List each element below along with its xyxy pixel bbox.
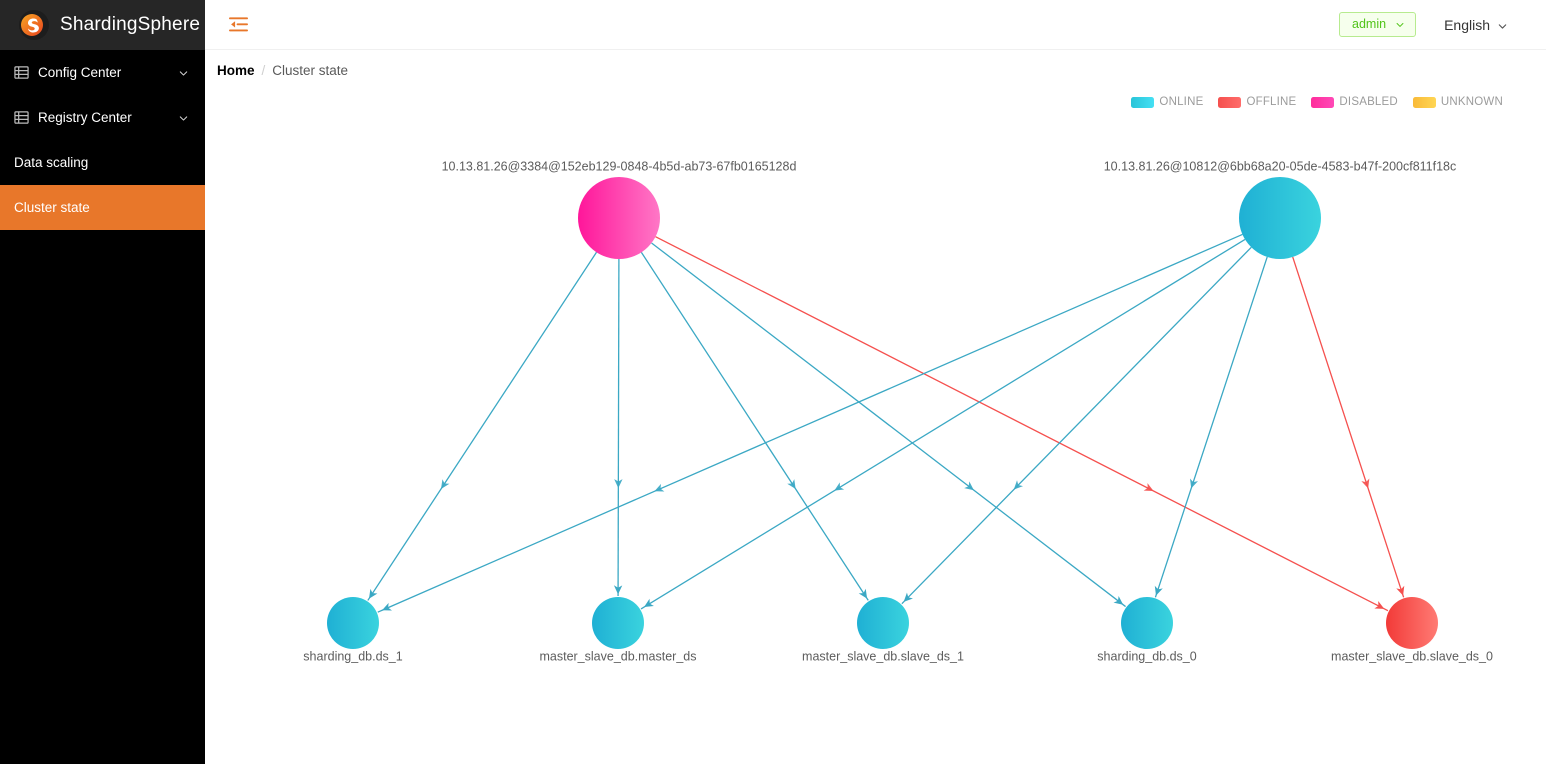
graph-node-label: master_slave_db.master_ds (539, 649, 696, 663)
graph-edge[interactable] (640, 238, 1246, 610)
graph-node[interactable] (857, 597, 909, 649)
legend-item-offline[interactable]: OFFLINE (1218, 96, 1296, 108)
sidebar-item-cluster-state[interactable]: Cluster state (0, 185, 205, 230)
list-icon (14, 110, 29, 125)
top-bar-right: admin English (1339, 12, 1508, 37)
graph-edge-arrow-icon (613, 585, 623, 595)
graph-edge-arrow-icon (787, 479, 796, 490)
legend-swatch-offline (1218, 96, 1242, 108)
graph-node[interactable] (1386, 597, 1438, 649)
chevron-down-icon (1497, 19, 1508, 30)
graph-node[interactable] (592, 597, 644, 649)
graph-edge[interactable] (655, 236, 1389, 612)
sidebar-menu: Config Center Registry Center (0, 50, 205, 230)
legend-swatch-unknown (1412, 96, 1436, 108)
graph-edge-arrow-icon (1143, 483, 1154, 492)
graph-edge-arrow-icon (382, 602, 392, 611)
breadcrumb-separator: / (261, 62, 266, 78)
graph-node[interactable] (1121, 597, 1173, 649)
legend-label: DISABLED (1339, 96, 1398, 108)
graph-edge-arrow-icon (858, 588, 868, 599)
graph-edge-arrow-icon (964, 481, 974, 491)
legend-label: OFFLINE (1246, 96, 1297, 108)
legend-swatch-online (1131, 96, 1155, 108)
legend-label: ONLINE (1159, 96, 1204, 108)
sidebar-item-registry-center[interactable]: Registry Center (0, 95, 205, 140)
graph-edge[interactable] (377, 233, 1243, 613)
graph-edge[interactable] (367, 251, 598, 601)
chevron-down-icon (1395, 20, 1405, 30)
graph-edge-arrow-icon (903, 592, 913, 602)
legend-item-unknown[interactable]: UNKNOWN (1412, 96, 1503, 108)
graph-edge-arrow-icon (1154, 585, 1163, 596)
language-label: English (1444, 16, 1490, 33)
graph-edge[interactable] (1292, 256, 1405, 598)
user-menu-button[interactable]: admin (1339, 12, 1417, 37)
graph-node-label: sharding_db.ds_0 (1097, 649, 1196, 663)
graph-nodes (327, 177, 1438, 649)
graph-edge[interactable] (651, 242, 1126, 608)
graph-edge-arrow-icon (834, 482, 845, 491)
legend-item-disabled[interactable]: DISABLED (1311, 96, 1398, 108)
graph-edge-arrow-icon (614, 479, 623, 489)
user-menu-label: admin (1352, 17, 1387, 32)
graph-legend: ONLINE OFFLINE DISABLED UNKNOWN (1131, 96, 1512, 108)
graph-edges (367, 233, 1405, 613)
breadcrumb-home[interactable]: Home (217, 62, 255, 78)
graph-node-label: sharding_db.ds_1 (303, 649, 402, 663)
sidebar-item-config-center[interactable]: Config Center (0, 50, 205, 95)
breadcrumb: Home / Cluster state (205, 50, 1546, 90)
graph-node-label: master_slave_db.slave_ds_0 (1331, 649, 1493, 663)
graph-edge-arrow-icon (1396, 585, 1405, 596)
sidebar: ShardingSphere Config Center (0, 0, 205, 764)
main-content: admin English Home / Cluster state ONLI (205, 0, 1546, 764)
brand-name: ShardingSphere (60, 14, 201, 35)
graph-edge[interactable] (640, 251, 869, 601)
cluster-graph-area: ONLINE OFFLINE DISABLED UNKNOWN (205, 90, 1546, 763)
graph-edge-arrow-icon (440, 479, 450, 490)
graph-node-label: 10.13.81.26@10812@6bb68a20-05de-4583-b47… (1104, 159, 1457, 173)
graph-edge[interactable] (901, 246, 1252, 605)
sidebar-item-label: Config Center (38, 65, 122, 80)
graph-edge-arrow-icon (1190, 478, 1198, 489)
chevron-down-icon (178, 67, 189, 78)
sidebar-item-label: Cluster state (14, 200, 90, 215)
chevron-down-icon (178, 112, 189, 123)
graph-node-label: master_slave_db.slave_ds_1 (802, 649, 964, 663)
sidebar-item-label: Registry Center (38, 110, 132, 125)
graph-edge-arrow-icon (1113, 595, 1124, 605)
breadcrumb-current: Cluster state (272, 62, 349, 78)
graph-edge-arrow-icon (644, 598, 654, 608)
sidebar-item-data-scaling[interactable]: Data scaling (0, 140, 205, 185)
graph-edge[interactable] (617, 258, 620, 597)
graph-node-labels: 10.13.81.26@3384@152eb129-0848-4b5d-ab73… (303, 159, 1493, 663)
graph-node-label: 10.13.81.26@3384@152eb129-0848-4b5d-ab73… (442, 159, 797, 173)
legend-item-online[interactable]: ONLINE (1131, 96, 1203, 108)
legend-label: UNKNOWN (1440, 96, 1503, 108)
legend-swatch-disabled (1311, 96, 1335, 108)
language-selector[interactable]: English (1444, 17, 1508, 33)
graph-node[interactable] (1239, 177, 1321, 259)
cluster-state-graph[interactable]: 10.13.81.26@3384@152eb129-0848-4b5d-ab73… (205, 90, 1546, 763)
graph-edge-arrow-icon (1374, 601, 1385, 609)
list-icon (14, 65, 29, 80)
graph-edge-arrow-icon (1361, 478, 1370, 489)
graph-node[interactable] (578, 177, 660, 259)
shardingsphere-logo-icon (17, 8, 51, 42)
menu-fold-icon[interactable] (229, 15, 248, 34)
graph-edge-arrow-icon (368, 588, 378, 599)
brand-logo[interactable]: ShardingSphere (0, 0, 205, 50)
graph-node[interactable] (327, 597, 379, 649)
graph-edge-arrow-icon (1013, 480, 1024, 490)
top-bar: admin English (205, 0, 1546, 50)
graph-edge-arrow-icon (654, 483, 665, 492)
sidebar-item-label: Data scaling (14, 155, 89, 170)
graph-edge[interactable] (1154, 256, 1268, 598)
